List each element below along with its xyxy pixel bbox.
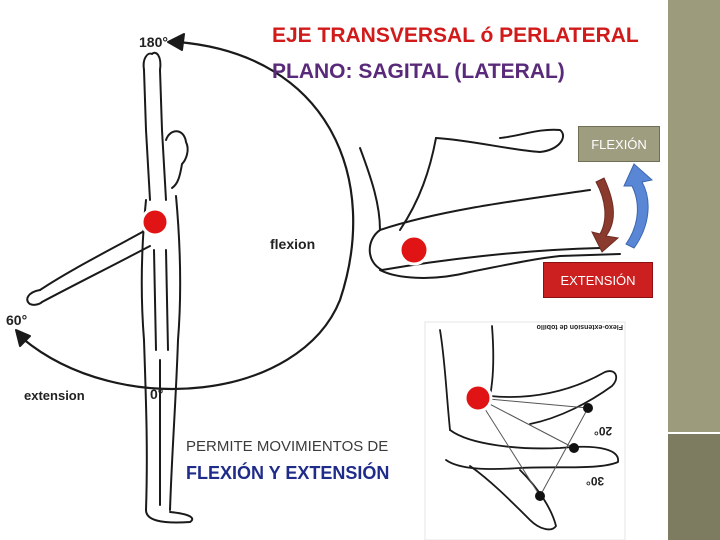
knee-curve: [368, 229, 383, 271]
ankle-joint-marker: [463, 383, 493, 413]
knee-joint-marker: [398, 234, 430, 266]
label-extension: extension: [24, 388, 85, 403]
lowered-hand: [26, 289, 43, 306]
extension-label-box: EXTENSIÓN: [543, 262, 653, 298]
extension-arrow-brown: [591, 177, 620, 253]
arc-arrowhead-bottom: [15, 329, 31, 347]
ankle-panel-background: [424, 321, 626, 540]
title-plane: PLANO: SAGITAL (LATERAL): [272, 60, 565, 83]
knee-illustration: [359, 128, 621, 279]
knee-ground: [559, 253, 621, 257]
flexion-arc: [20, 40, 355, 391]
shin-back-line: [379, 255, 561, 279]
angle-line-3: [477, 397, 541, 497]
label-30-degrees: 30°: [586, 474, 605, 488]
label-0-degrees: 0°: [150, 386, 164, 402]
angle-point-1: [583, 403, 593, 413]
caption-line-1: PERMITE MOVIMIENTOS DE: [186, 438, 389, 455]
shin-line: [359, 147, 381, 231]
label-flexion: flexion: [270, 236, 316, 252]
head: [165, 130, 189, 189]
thigh-lower-line: [381, 247, 601, 271]
foot: [145, 509, 194, 524]
arc-arrowhead-top: [167, 33, 185, 51]
shoulder-joint-marker: [140, 207, 170, 237]
angle-point-3: [535, 491, 545, 501]
foot-neutral: [445, 429, 619, 470]
decorative-sidebar-lower: [668, 434, 720, 540]
label-180-degrees: 180°: [139, 34, 168, 50]
foot-dorsiflexed: [489, 370, 618, 425]
angle-line-2: [477, 397, 575, 449]
flexion-label-box: FLEXIÓN: [578, 126, 660, 162]
label-20-degrees: 20°: [594, 424, 613, 438]
thigh-upper-line: [379, 189, 591, 231]
ankle-leg-back: [489, 325, 495, 397]
sidebar-divider: [668, 432, 720, 434]
title-axis: EJE TRANSVERSAL ó PERLATERAL: [272, 24, 639, 47]
angle-point-2: [569, 443, 579, 453]
foot-leg: [435, 128, 565, 153]
raised-hand: [142, 51, 162, 71]
illustration-canvas: [15, 33, 654, 540]
lowered-arm: [39, 229, 151, 303]
label-ankle-title: Flexo-extensión de tobillo: [536, 323, 623, 330]
angle-arc-line: [539, 407, 589, 497]
ankle-leg-front: [439, 329, 451, 431]
flexion-arrow-blue: [623, 163, 654, 249]
label-60-degrees: 60°: [6, 312, 28, 328]
calf-line: [399, 137, 437, 231]
angle-line-1: [477, 397, 589, 409]
raised-arm: [143, 69, 167, 201]
ankle-illustration: [424, 321, 626, 540]
caption-line-2: FLEXIÓN Y EXTENSIÓN: [186, 463, 390, 483]
legs: [143, 339, 179, 511]
arm-down: [153, 249, 169, 351]
